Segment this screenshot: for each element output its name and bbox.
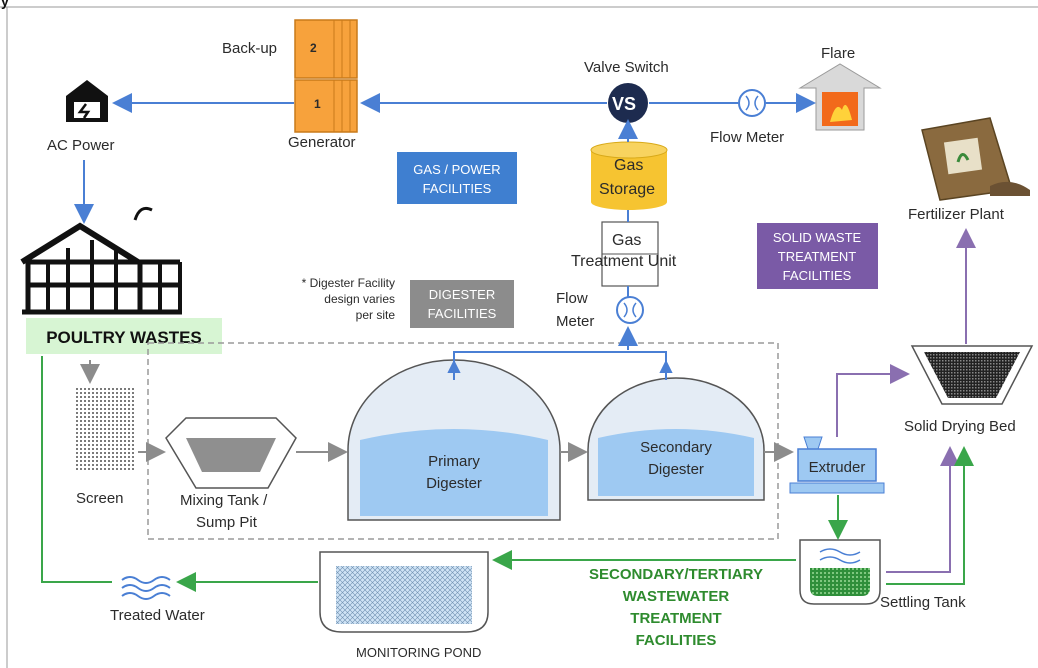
flow-meter-top-label: Flow Meter: [710, 129, 784, 146]
solid-drying-bed-label: Solid Drying Bed: [904, 418, 1016, 435]
treated-water-icon: [121, 576, 171, 600]
extruder: Extruder: [789, 436, 885, 494]
digester-fac-text-1: DIGESTER: [429, 287, 495, 302]
wastewater-text-1: SECONDARY/TERTIARY: [589, 566, 763, 583]
primary-text-1: Primary: [428, 453, 480, 470]
green-flow-arrows: [41, 356, 974, 592]
extruder-label: Extruder: [809, 459, 866, 476]
gas-treatment-unit: Gas Treatment Unit: [571, 221, 677, 287]
settling-tank: [799, 539, 881, 605]
wastewater-text-2: WASTEWATER: [623, 588, 730, 605]
gray-flow-arrows: [80, 360, 794, 462]
valve-switch-label: Valve Switch: [584, 59, 669, 76]
generator-label: Generator: [288, 134, 356, 151]
gas-power-text-1: GAS / POWER: [413, 162, 500, 177]
monitoring-pond-label: MONITORING POND: [356, 645, 481, 660]
fertilizer-bag-icon: [921, 117, 1030, 201]
solid-waste-facilities-box: SOLID WASTE TREATMENT FACILITIES: [757, 223, 878, 289]
solid-waste-text-3: FACILITIES: [783, 268, 852, 283]
blue-flow-arrows: [74, 93, 816, 380]
gas-treatment-text-2: Treatment Unit: [571, 253, 677, 270]
gas-storage-text-1: Gas: [614, 157, 643, 174]
poultry-wastes-label-box: POULTRY WASTES: [26, 318, 222, 354]
vs-text: VS: [612, 94, 636, 114]
gen-2-number: 2: [310, 41, 317, 55]
poultry-wastes-label: POULTRY WASTES: [46, 328, 202, 347]
gas-storage-text-2: Storage: [599, 181, 655, 198]
solid-drying-bed: [910, 345, 1034, 405]
secondary-text-1: Secondary: [640, 439, 712, 456]
backup-generator: 2: [294, 19, 358, 79]
solid-waste-text-1: SOLID WASTE: [773, 230, 862, 245]
digester-boundary: [147, 342, 779, 540]
flow-meter-mid-label-2: Meter: [556, 313, 594, 330]
flare-icon: [798, 63, 882, 131]
digester-note-2: design varies: [324, 292, 395, 306]
treated-water-label: Treated Water: [110, 607, 205, 624]
gen-1-number: 1: [314, 97, 321, 111]
gas-treatment-text-1: Gas: [612, 232, 641, 249]
flow-meter-mid-icon: [616, 296, 644, 324]
settling-tank-label: Settling Tank: [880, 594, 966, 611]
mixing-label-2: Sump Pit: [196, 514, 258, 531]
header-letter: y: [1, 0, 9, 9]
solid-waste-text-2: TREATMENT: [778, 249, 857, 264]
flare-label: Flare: [821, 45, 855, 62]
mixing-label-1: Mixing Tank /: [180, 492, 268, 509]
flow-meter-mid-label-1: Flow: [556, 290, 588, 307]
gas-power-facilities-box: GAS / POWER FACILITIES: [397, 152, 517, 204]
digester-fac-text-2: FACILITIES: [428, 306, 497, 321]
ac-power-label: AC Power: [47, 137, 115, 154]
primary-digester: Primary Digester: [347, 359, 561, 521]
digester-facilities-box: DIGESTER FACILITIES: [410, 280, 514, 328]
digester-note-3: per site: [356, 308, 396, 322]
wastewater-text-3: TREATMENT: [630, 610, 721, 627]
screen-label: Screen: [76, 490, 124, 507]
mixing-tank: [165, 417, 297, 489]
generator: 1: [294, 79, 358, 133]
digester-note-1: * Digester Facility: [302, 276, 395, 290]
flow-meter-top-icon: [738, 89, 766, 117]
gas-storage: Gas Storage: [590, 141, 668, 210]
monitoring-pond: [319, 551, 489, 633]
secondary-text-2: Digester: [648, 461, 704, 478]
valve-switch: VS: [608, 83, 648, 123]
screen-icon: [76, 388, 136, 472]
purple-flow-arrows: [836, 228, 976, 573]
primary-text-2: Digester: [426, 475, 482, 492]
fertilizer-plant-label: Fertilizer Plant: [908, 206, 1005, 223]
secondary-digester: Secondary Digester: [587, 377, 765, 501]
poultry-house-icon: [20, 206, 182, 315]
wastewater-text-4: FACILITIES: [636, 632, 717, 649]
backup-label: Back-up: [222, 40, 277, 57]
ac-power-icon: [66, 80, 108, 122]
gas-power-text-2: FACILITIES: [423, 181, 492, 196]
